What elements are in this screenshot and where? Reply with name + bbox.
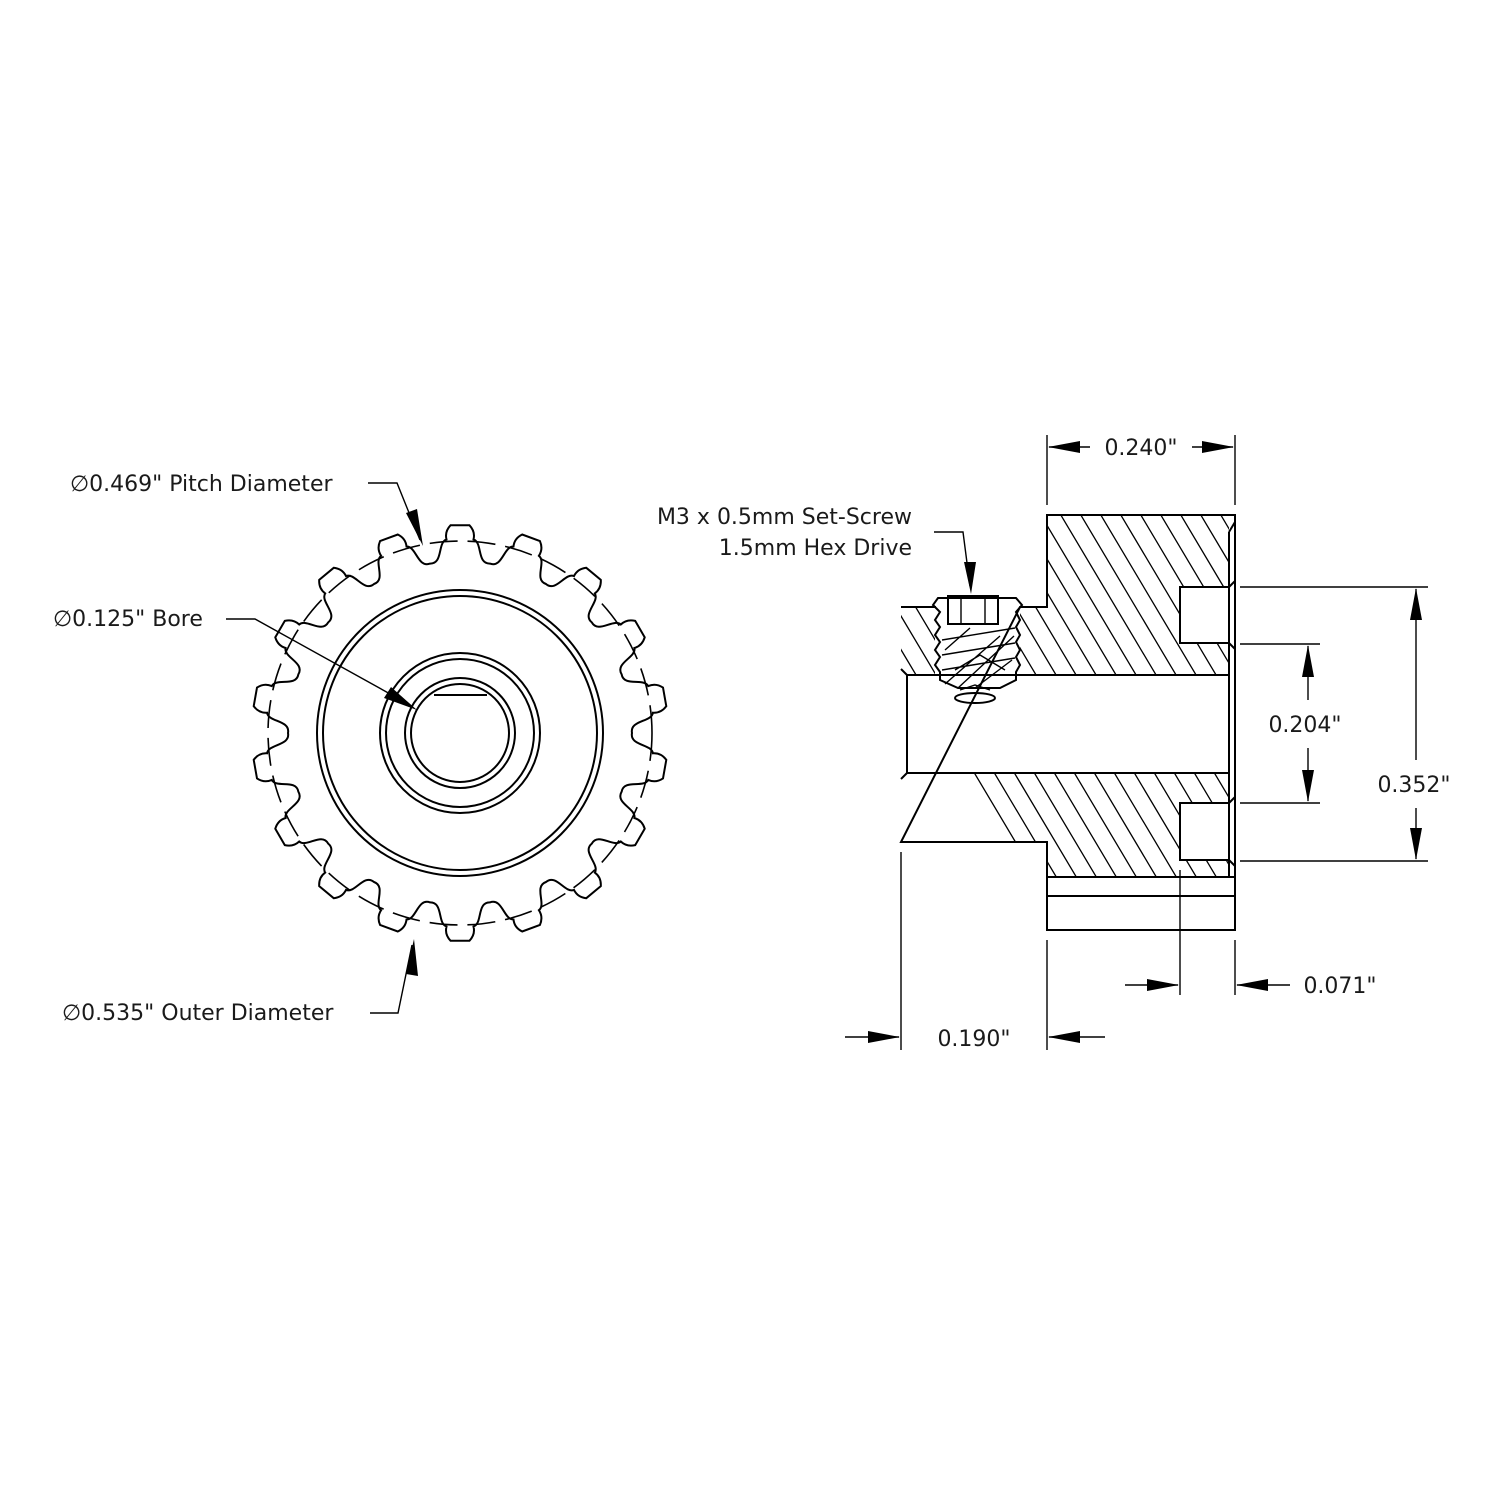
dim-counterbore-depth-label: 0.071": [1303, 974, 1376, 999]
gear-face-inner-circle: [322, 595, 598, 871]
bore-chamfer-circle: [404, 677, 516, 789]
pitch-circle: [267, 540, 653, 926]
dim-inner-bore-label: 0.204": [1268, 713, 1341, 738]
set-screw: [931, 595, 1024, 704]
counterbore-pocket-top: [1179, 586, 1230, 644]
dim-inner-bore: 0.204": [1240, 643, 1342, 804]
gear-tooth-profile: [252, 524, 668, 942]
outer-diameter-label: ∅0.535" Outer Diameter: [62, 1001, 334, 1026]
dim-hub-length: 0.190": [845, 852, 1105, 1052]
dim-counterbore: 0.352": [1240, 586, 1451, 862]
dim-hub-length-label: 0.190": [937, 1027, 1010, 1052]
bore-label: ∅0.125" Bore: [53, 607, 203, 632]
counterbore-pocket-bottom: [1179, 802, 1230, 861]
gear-tooth-strip: [1047, 876, 1235, 897]
bore-circle: [410, 683, 510, 783]
bore-leader: [226, 618, 417, 710]
outer-diameter-leader: [370, 939, 418, 1014]
hub-chamfer-circle: [385, 658, 535, 808]
gear-front-view: [252, 524, 668, 942]
hub-outer-circle: [379, 652, 541, 814]
section-outer-outline: [899, 514, 1236, 931]
set-screw-callout-line1: M3 x 0.5mm Set-Screw: [657, 505, 912, 530]
gear-face-outer-circle: [316, 589, 604, 877]
section-view: M3 x 0.5mm Set-Screw 1.5mm Hex Drive 0.2…: [657, 435, 1451, 1052]
pitch-diameter-label: ∅0.469" Pitch Diameter: [70, 472, 333, 497]
pitch-diameter-leader: [368, 482, 423, 546]
dim-counterbore-depth: 0.071": [1125, 870, 1377, 999]
set-screw-leader: [934, 531, 976, 594]
dim-gear-width: 0.240": [1046, 435, 1236, 505]
dim-gear-width-label: 0.240": [1104, 436, 1177, 461]
set-screw-callout-line2: 1.5mm Hex Drive: [719, 536, 912, 561]
dim-counterbore-label: 0.352": [1377, 773, 1450, 798]
